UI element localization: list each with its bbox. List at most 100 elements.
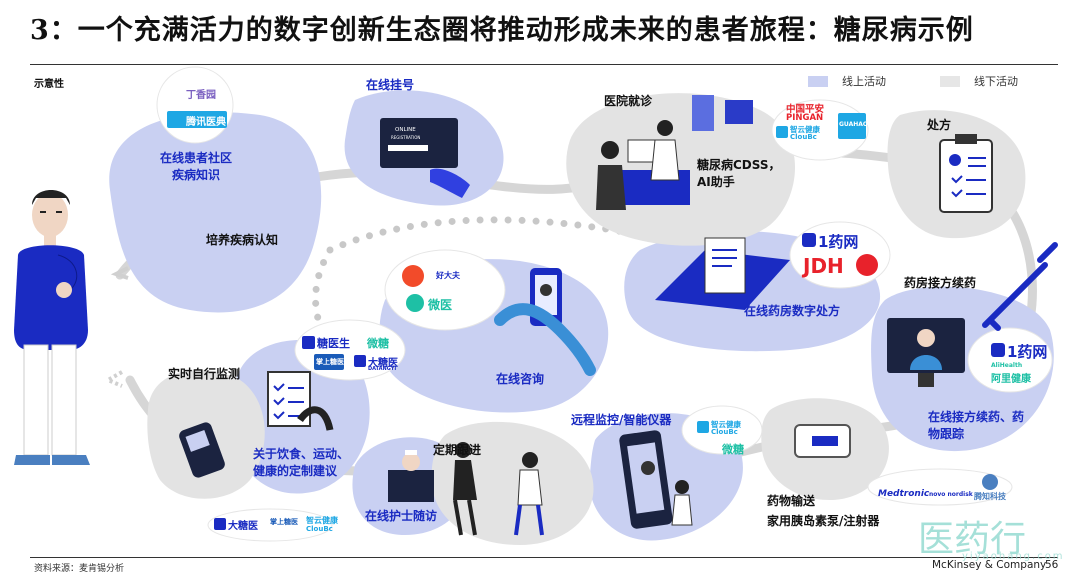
label-diet-advice: 关于饮食、运动、 健康的定制建议: [253, 447, 350, 478]
cloudbc-logo: 智云健康: [790, 125, 820, 134]
zhangshang-logo-mark: [314, 354, 344, 370]
followup-doctor-patient-icon: [453, 442, 544, 536]
top-divider: [30, 64, 1058, 65]
datangyi-bottom-logo: 大糖医: [228, 521, 258, 532]
datangyi-logo: 大糖医: [368, 358, 398, 369]
weiyi-logo-mark: [406, 294, 424, 312]
guahao-logo-mark: [838, 113, 866, 139]
haodaifu-logo-mark: [402, 265, 424, 287]
yaowang-refill-logo-mark: [991, 343, 1005, 357]
label-consultation: 在线咨询: [496, 372, 545, 386]
registration-monitor-icon: [380, 118, 470, 198]
cloudbc-bottom-logo-en: ClouBc: [306, 525, 333, 533]
watermark-logo: 医药行: [918, 519, 1027, 560]
tencent-logo-mark: [167, 111, 227, 128]
label-community: 在线患者社区 疾病知识: [160, 151, 233, 182]
pingan-logo-cn: 中国平安: [786, 104, 825, 115]
weiyi-logo: 微医: [428, 298, 453, 312]
label-self-monitor: 实时自行监测: [168, 367, 241, 381]
label-pharmacy-refill: 药房接方续药: [904, 276, 977, 290]
arrow-left-bottom: [103, 370, 123, 388]
cloudbc-remote-logo: 智云健康: [711, 420, 741, 429]
tangyisheng-logo: 糖医生: [317, 337, 350, 350]
legend-offline-label: 线下活动: [974, 75, 1018, 88]
glucometer-icon: [179, 422, 225, 478]
label-online-refill: 在线接方续药、药 物跟踪: [928, 410, 1025, 441]
cloudbc-bottom-logo: 智云健康: [306, 516, 338, 525]
screen-registration-text: REGISTRATION: [391, 135, 420, 140]
tangyisheng-logo-mark: [302, 336, 315, 349]
yaowang-logo-mark: [802, 233, 816, 247]
guahao-logo: GUAHAO: [839, 121, 869, 128]
logo-bubble-community: [156, 66, 234, 144]
page-title: 3：一个充满活力的数字创新生态圈将推动形成未来的患者旅程：糖尿病示例: [30, 15, 974, 46]
arrow-left-top: [110, 266, 129, 280]
label-followup: 定期跟进: [433, 443, 482, 457]
logo-bubble-delivery: [867, 468, 1013, 506]
jingdong-logo-mark: [856, 254, 878, 276]
zhangshang-logo: 掌上糖医: [316, 358, 344, 366]
page-number: 56: [1045, 559, 1059, 571]
tengzhi-logo: 腾知科技: [974, 492, 1006, 501]
logo-bubble-nurse: [207, 508, 333, 542]
logo-bubble-refill: [967, 327, 1053, 393]
prescription-clipboard-icon: [939, 134, 993, 213]
legend-online-label: 线上活动: [842, 75, 886, 88]
yaowang-refill-logo: 1药网: [1007, 343, 1048, 361]
weitang-remote-logo: 微糖: [722, 443, 744, 456]
source-note: 资料来源：麦肯锡分析: [34, 564, 125, 574]
cloudbc-logo-mark: [776, 126, 788, 138]
remote-phone-icon: [619, 430, 693, 529]
patient-figure-icon: [14, 190, 90, 465]
label-remote: 远程监控/智能仪器: [571, 413, 672, 427]
label-delivery-sub: 家用胰岛素泵/注射器: [767, 514, 880, 528]
legend-online-swatch: [808, 75, 828, 87]
jdh-logo: JDH: [803, 254, 844, 278]
cloudbc-logo-en: ClouBc: [790, 133, 817, 141]
screen-online-text: ONLINE: [395, 127, 416, 133]
label-hospital-visit: 医院就诊: [604, 94, 653, 108]
alihealth-logo: 阿里健康: [991, 374, 1031, 385]
footer-company: McKinsey & Company: [932, 559, 1047, 571]
tengzhi-logo-mark: [982, 474, 998, 490]
haodaifu-logo: 好大夫: [436, 271, 460, 280]
doctor-desk-icon: [596, 95, 753, 210]
medtronic-logo: Medtronic: [878, 489, 930, 499]
label-cognition: 培养疾病认知: [206, 233, 279, 247]
logo-bubble-consultation: [384, 249, 506, 331]
pingan-logo-en: PINGAN: [786, 113, 824, 123]
watermark-url: yiyaohang.com: [962, 551, 1065, 562]
cloudbc-remote-logo-mark: [697, 421, 709, 433]
label-nurse: 在线护士随访: [365, 509, 438, 523]
legend-offline: 线下活动: [940, 74, 1018, 88]
blob-community: [109, 112, 322, 313]
pharmacy-phone-icon: [655, 237, 790, 310]
syringe-icon: [982, 242, 1058, 331]
datangyi-logo-en: DATANGYI: [368, 366, 397, 372]
weitang-logo: 微糖: [367, 337, 389, 350]
nurse-laptop-icon: [388, 450, 434, 502]
alihealth-logo-en: AliHealth: [991, 362, 1023, 369]
bottom-divider: [30, 557, 1058, 558]
logo-bubble-remote: [681, 405, 763, 455]
consultation-phone-icon: [494, 268, 596, 376]
label-registration: 在线挂号: [366, 78, 415, 92]
telemedicine-screen-icon: [887, 318, 965, 387]
zhangshang-bottom-logo: 掌上糖医: [270, 518, 298, 526]
illustrative-label: 示意性: [34, 79, 64, 90]
cloudbc-remote-logo-en: ClouBc: [711, 428, 738, 436]
dingxiang-logo: 丁香园: [186, 90, 216, 101]
label-prescription: 处方: [927, 118, 952, 132]
legend-online: 线上活动: [808, 74, 886, 88]
tencent-logo: 腾讯医典: [186, 117, 226, 128]
datangyi-bottom-logo-mark: [214, 518, 226, 530]
datangyi-logo-mark: [354, 355, 366, 367]
insulin-pump-icon: [794, 424, 851, 458]
label-delivery-title: 药物输送: [767, 494, 816, 508]
legend-offline-swatch: [940, 75, 960, 87]
checklist-icon: [267, 371, 334, 431]
label-cdss: 糖尿病CDSS， AI助手: [697, 158, 781, 189]
novo-nordisk-logo: novo nordisk: [929, 491, 973, 498]
label-pharmacy-rx: 在线药房数字处方: [744, 304, 841, 318]
